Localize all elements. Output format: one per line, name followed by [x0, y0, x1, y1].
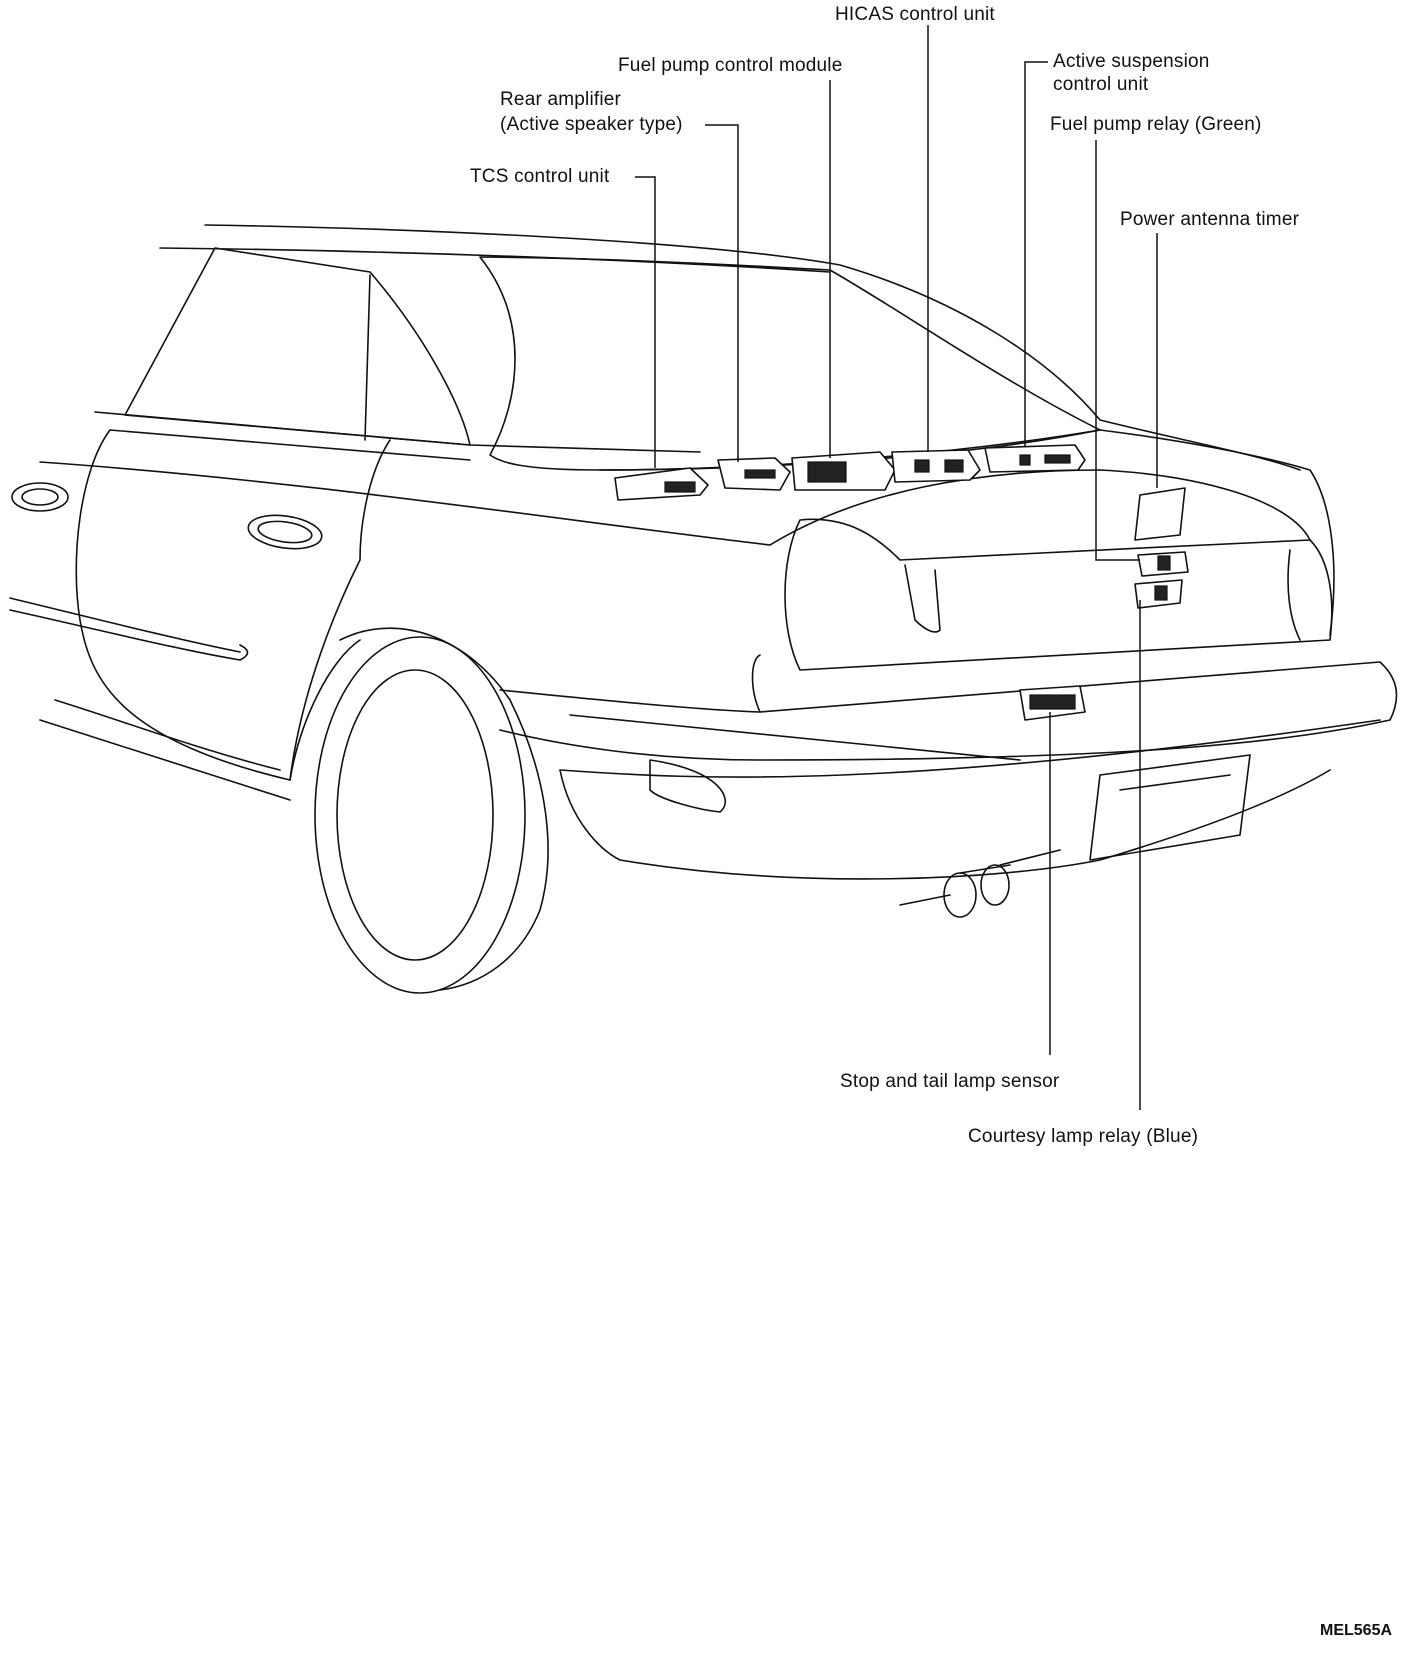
label-tcs: TCS control unit [470, 166, 610, 187]
label-hicas: HICAS control unit [835, 4, 995, 25]
label-fuel-pump-relay: Fuel pump relay (Green) [1050, 114, 1262, 135]
label-stop-tail: Stop and tail lamp sensor [840, 1071, 1060, 1092]
power-antenna-timer-part [1134, 487, 1186, 541]
label-rear-amplifier-1: Rear amplifier [500, 89, 622, 110]
label-active-suspension-2: control unit [1053, 74, 1149, 95]
hicas-unit-part [891, 449, 981, 483]
rear-window [479, 256, 1101, 471]
rear-amplifier-part [717, 457, 791, 491]
rear-bumper [499, 661, 1398, 761]
label-fuel-pump-module: Fuel pump control module [618, 55, 843, 76]
rear-door [75, 429, 391, 781]
courtesy-lamp-relay-part [1134, 579, 1183, 609]
leader-active-suspension [1024, 61, 1048, 447]
label-rear-amplifier-2: (Active speaker type) [500, 114, 683, 135]
label-power-antenna: Power antenna timer [1120, 209, 1300, 230]
leader-fuel-pump-relay [1095, 140, 1140, 561]
tcs-control-unit-part [614, 467, 709, 501]
fuel-pump-module-part [791, 451, 896, 491]
figure-code: MEL565A [1320, 1622, 1393, 1639]
door-handle [247, 514, 323, 550]
stop-tail-lamp-sensor-part [1019, 685, 1086, 721]
side-marker [649, 759, 727, 813]
tail-lamp [784, 518, 1333, 671]
label-active-suspension-1: Active suspension [1053, 51, 1210, 72]
fuel-pump-relay-part [1137, 551, 1189, 577]
rear-side-window [124, 247, 471, 446]
label-courtesy: Courtesy lamp relay (Blue) [968, 1126, 1199, 1147]
rear-tire [314, 636, 526, 994]
roof-line [204, 224, 1301, 471]
leader-tcs [635, 176, 656, 468]
license-plate-area [1089, 754, 1251, 861]
leader-rear-amp [705, 124, 739, 462]
active-suspension-unit-part [984, 444, 1086, 473]
